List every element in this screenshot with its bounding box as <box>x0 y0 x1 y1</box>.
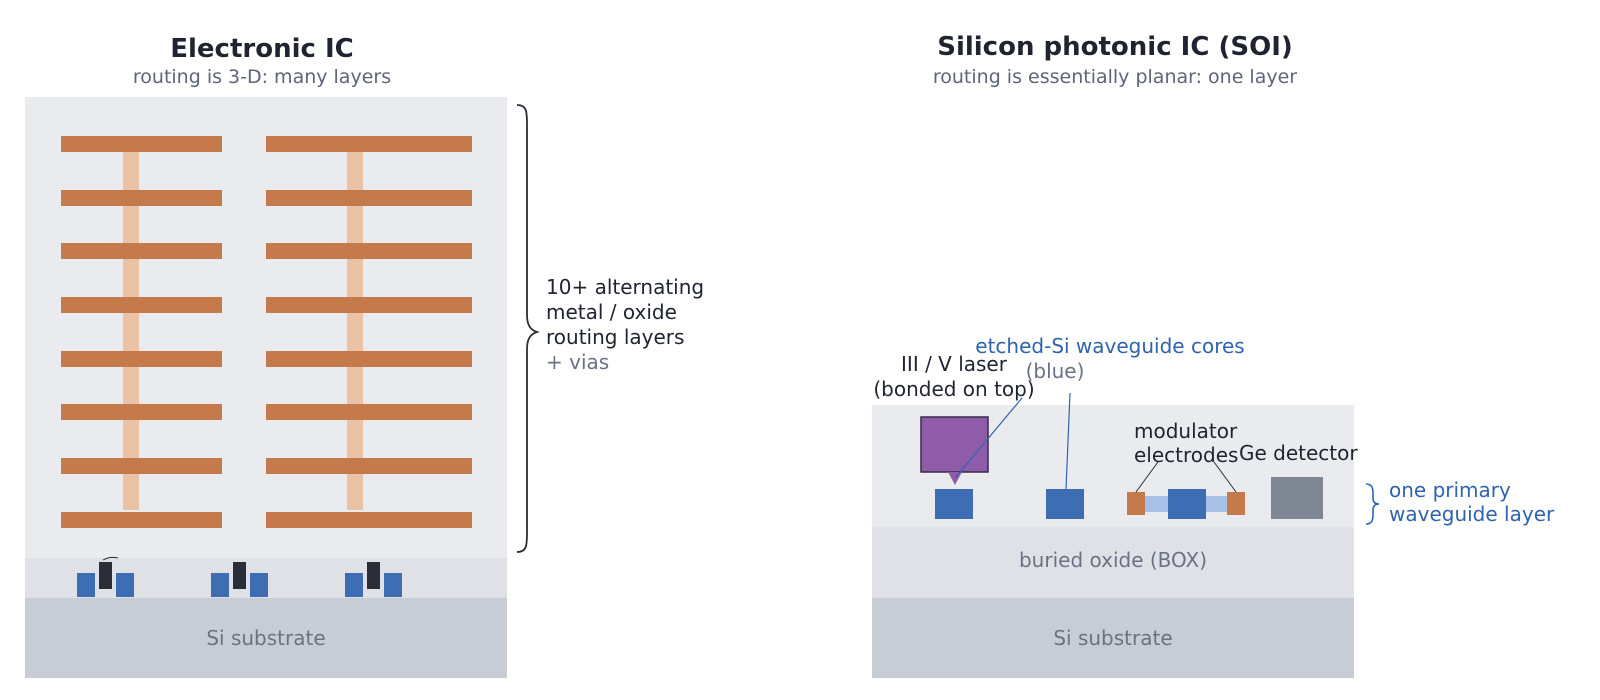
modulator-label-line1: modulator <box>1134 419 1238 443</box>
gate-contact-arc <box>102 556 119 561</box>
layer-brace <box>1365 483 1380 525</box>
left-subtitle: routing is 3-D: many layers <box>133 66 391 88</box>
right-substrate-label: Si substrate <box>1053 626 1172 650</box>
transistor <box>211 562 268 597</box>
right-substrate <box>872 598 1354 678</box>
metal-line <box>266 136 472 152</box>
brace-label-line3: routing layers <box>546 325 684 349</box>
metal-line <box>61 512 222 528</box>
metal-line <box>61 243 222 259</box>
left-title: Electronic IC <box>170 34 353 64</box>
transistor-source <box>211 573 229 597</box>
waveguide-leader <box>1065 392 1071 490</box>
metal-line <box>266 190 472 206</box>
modulator-leader <box>1135 461 1159 493</box>
metal-line <box>266 297 472 313</box>
brace-label-line2: metal / oxide <box>546 300 677 324</box>
waveguide-core <box>1046 489 1084 519</box>
metal-line <box>61 404 222 420</box>
ge-detector <box>1271 477 1323 519</box>
brace-label-line1: 10+ alternating <box>546 275 704 299</box>
metal-line <box>61 136 222 152</box>
right-title: Silicon photonic IC (SOI) <box>937 32 1293 62</box>
metal-line <box>266 458 472 474</box>
laser-label-line1: III / V laser <box>901 352 1008 376</box>
waveguide-label-line1: etched-Si waveguide cores <box>975 334 1244 358</box>
right-subtitle: routing is essentially planar: one layer <box>933 66 1297 88</box>
transistor-source <box>345 573 363 597</box>
transistor-gate <box>99 562 112 589</box>
transistor-source <box>77 573 95 597</box>
laser-label-line2: (bonded on top) <box>873 377 1034 401</box>
buried-oxide-layer <box>872 527 1354 598</box>
metal-line <box>61 458 222 474</box>
modulator-core <box>1168 489 1206 519</box>
waveguide-core <box>935 489 973 519</box>
metal-line <box>266 243 472 259</box>
left-substrate-label: Si substrate <box>206 626 325 650</box>
waveguide-label-line2: (blue) <box>1026 359 1085 383</box>
metal-line <box>266 404 472 420</box>
modulator-electrode <box>1127 492 1145 515</box>
transistor-drain <box>116 573 134 597</box>
transistor <box>77 556 134 597</box>
via-stack <box>123 151 139 510</box>
modulator <box>1127 489 1245 519</box>
left-brace <box>516 104 540 553</box>
transistor-drain <box>250 573 268 597</box>
metal-line <box>266 512 472 528</box>
via-stack-group <box>123 151 363 510</box>
layer-label-line2: waveguide layer <box>1389 502 1555 526</box>
metal-line <box>61 297 222 313</box>
metal-line <box>61 351 222 367</box>
laser-taper <box>948 472 962 485</box>
transistor-gate <box>367 562 380 589</box>
detector-label: Ge detector <box>1239 441 1358 465</box>
layer-label-line1: one primary <box>1389 478 1511 502</box>
modulator-label-line2: electrodes <box>1134 443 1238 467</box>
brace-label: 10+ alternating metal / oxide routing la… <box>546 275 704 374</box>
box-label: buried oxide (BOX) <box>1019 548 1207 572</box>
transistor <box>345 562 402 597</box>
transistor-gate <box>233 562 246 589</box>
metal-layers <box>61 136 472 528</box>
brace-label-line4: + vias <box>546 350 609 374</box>
left-substrate <box>25 598 507 678</box>
left-oxide-stack <box>25 97 507 558</box>
via-stack <box>347 151 363 510</box>
modulator-electrode <box>1227 492 1245 515</box>
transistor-drain <box>384 573 402 597</box>
iii-v-laser <box>920 416 989 473</box>
metal-line <box>266 351 472 367</box>
waveguide-leader <box>954 397 1023 479</box>
metal-line <box>61 190 222 206</box>
modulator-leader <box>1213 461 1237 493</box>
